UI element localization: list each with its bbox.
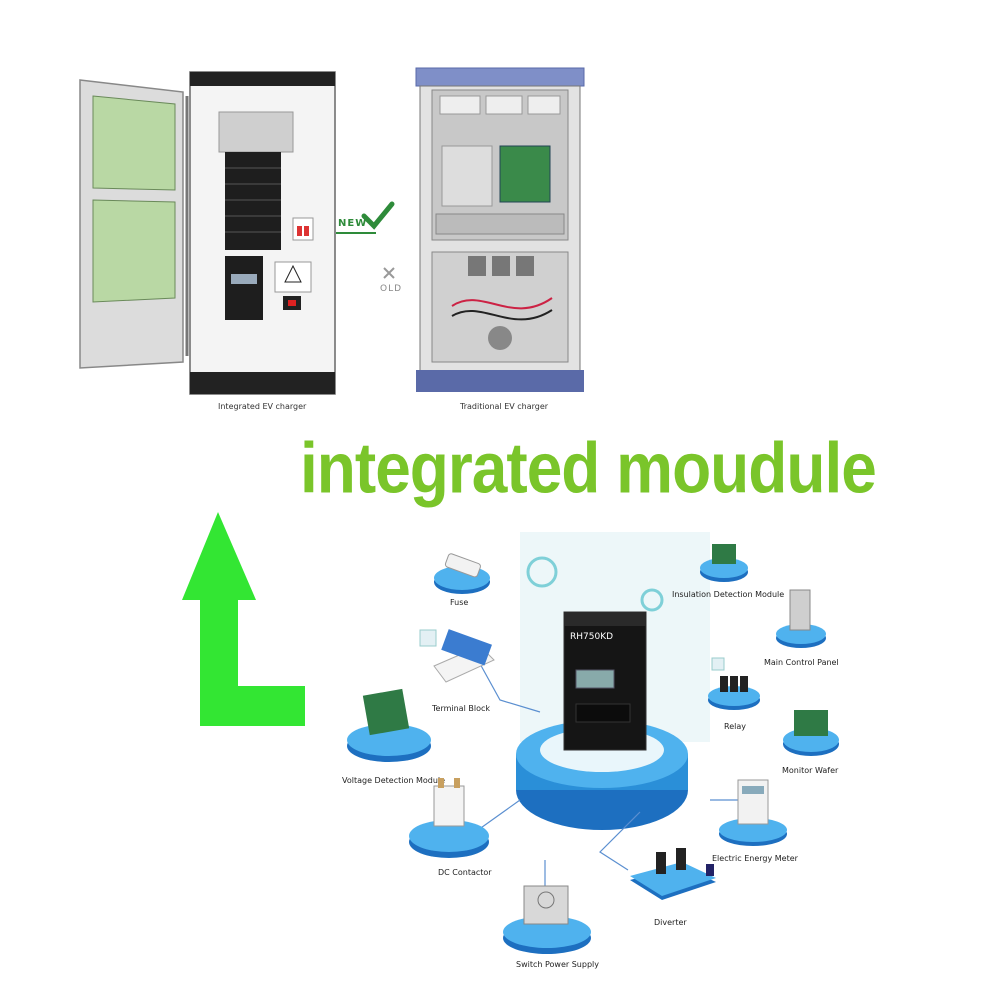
up-arrow-icon [182,512,305,726]
main-control-label: Main Control Panel [764,658,839,667]
switch-power-disc [503,885,591,954]
insulation-label: Insulation Detection Module [672,590,785,599]
diverter-disc [630,848,716,900]
fuse-label: Fuse [450,598,469,607]
integrated-charger-image [79,71,336,395]
monitor-wafer-disc [783,710,839,756]
insulation-disc [700,544,748,582]
energy-meter-label: Electric Energy Meter [712,854,798,863]
voltage-detection-label: Voltage Detection Module [342,776,446,785]
dc-contactor-disc [409,778,489,858]
cross-icon [383,267,395,279]
switch-power-label: Switch Power Supply [516,960,599,969]
new-underline [336,232,376,234]
diverter-label: Diverter [654,918,687,927]
voltage-detection-disc [347,688,431,762]
center-unit-label: RH750KD [570,632,614,642]
traditional-charger-caption: Traditional EV charger [460,402,549,411]
old-badge: OLD [380,284,403,294]
main-control-disc [776,589,826,648]
dc-contactor-label: DC Contactor [438,868,492,877]
energy-meter-disc [719,779,787,846]
new-badge: NEW [338,218,368,229]
headline: integrated moudule [300,427,877,509]
relay-label: Relay [724,722,746,731]
check-icon [361,201,395,230]
traditional-charger-image [415,67,585,392]
terminal-block-label: Terminal Block [432,704,490,713]
fuse-disc [434,553,490,594]
integrated-charger-caption: Integrated EV charger [218,402,307,411]
monitor-wafer-label: Monitor Wafer [782,766,839,775]
terminal-block-disc [419,629,495,683]
central-module-diagram [516,532,710,830]
relay-disc [708,657,760,710]
